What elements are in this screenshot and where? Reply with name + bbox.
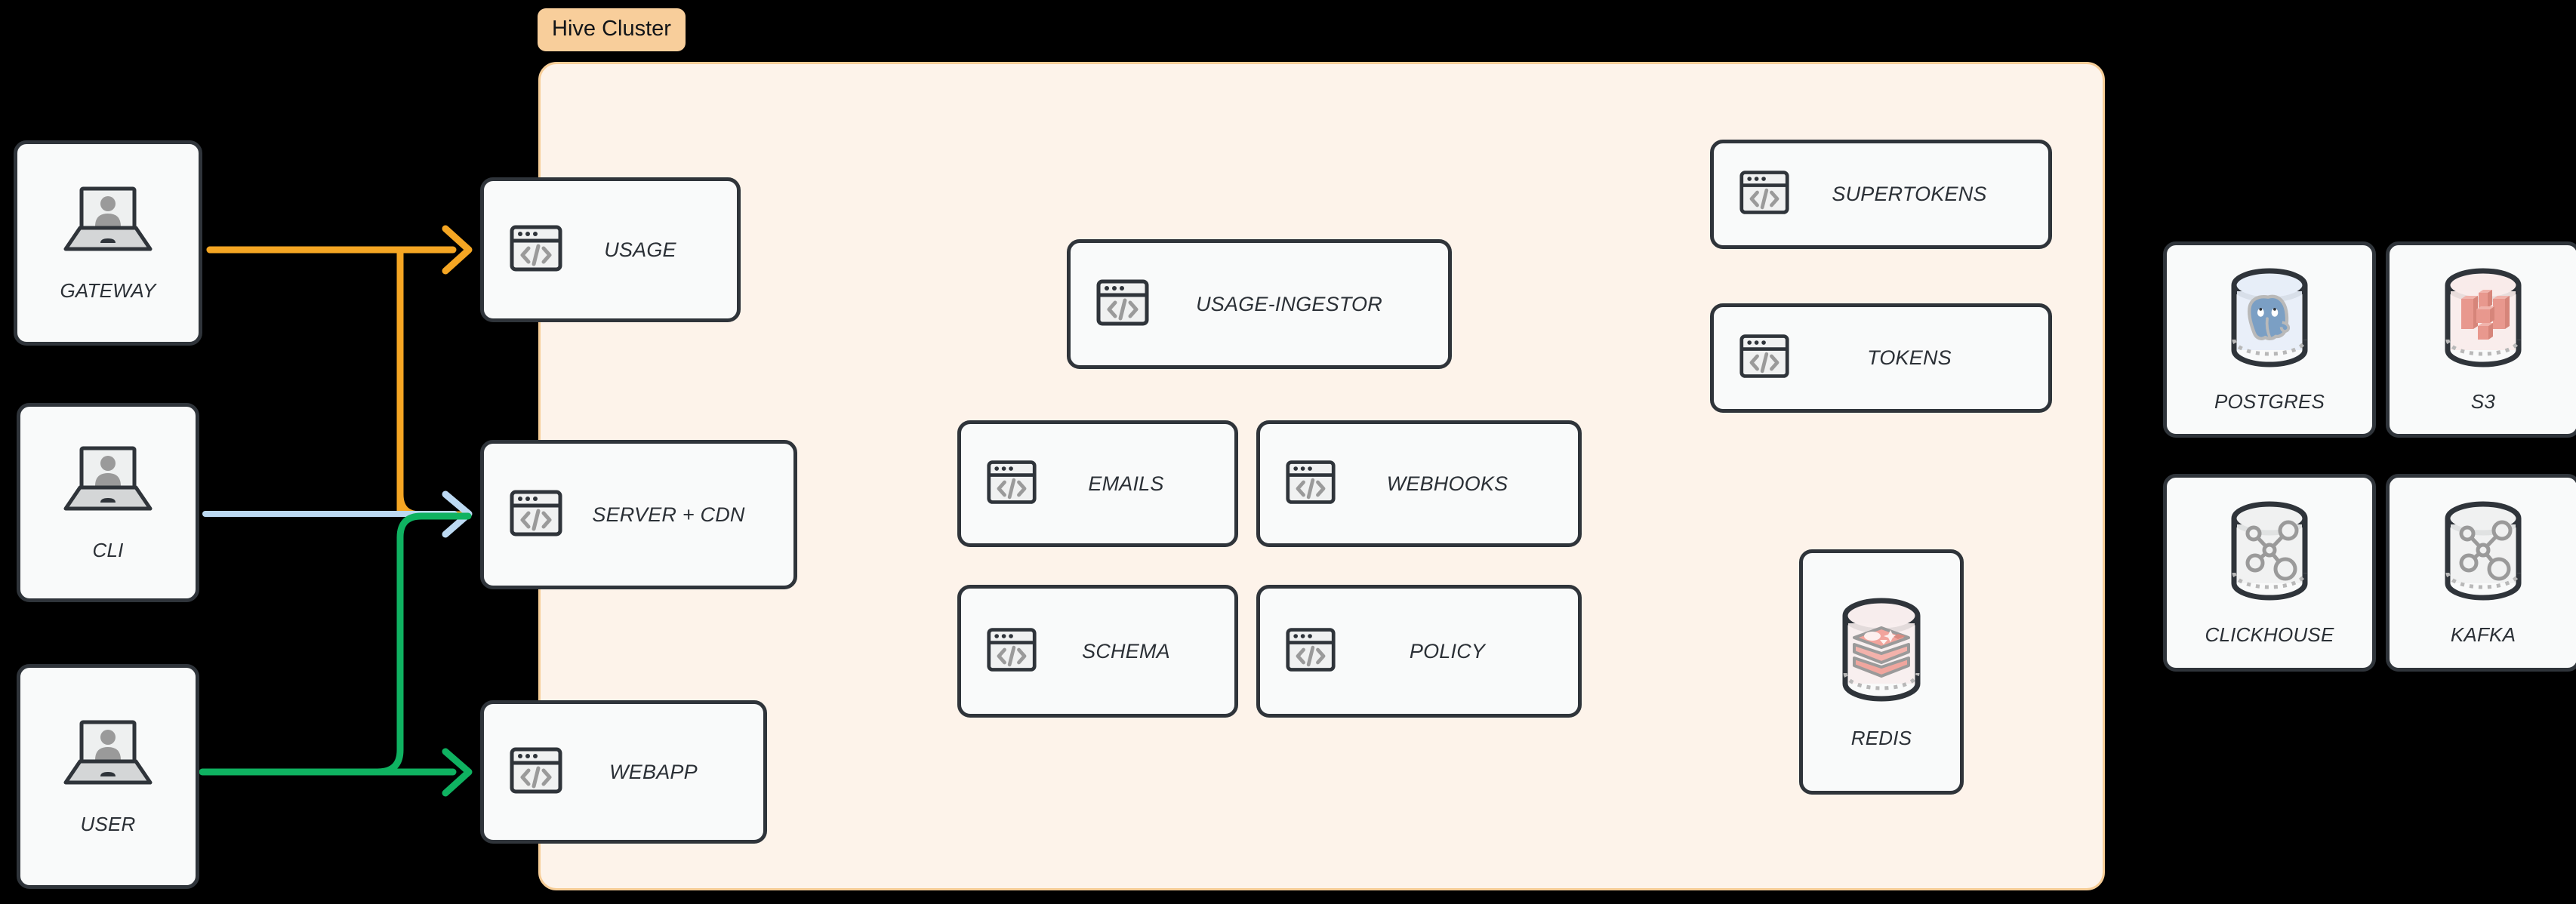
node-usage[interactable]: USAGE (480, 177, 741, 322)
node-label: GATEWAY (60, 278, 156, 302)
node-webhooks[interactable]: WEBHOOKS (1256, 420, 1582, 547)
node-postgres[interactable]: POSTGRES (2163, 241, 2376, 438)
code-window-icon (509, 743, 563, 801)
code-window-icon (1095, 275, 1150, 334)
laptop-user-icon (55, 184, 161, 265)
connector-user-to-webapp (199, 748, 473, 797)
node-gateway[interactable]: GATEWAY (14, 140, 202, 346)
node-label: USAGE (604, 238, 676, 261)
node-tokens[interactable]: TOKENS (1710, 303, 2052, 413)
code-window-icon (509, 221, 563, 279)
node-label: CLICKHOUSE (2205, 623, 2334, 646)
code-window-icon (1739, 331, 1790, 386)
laptop-user-icon (55, 444, 161, 524)
nodes-database-icon (2436, 499, 2531, 607)
node-user[interactable]: USER (17, 664, 199, 889)
node-label: REDIS (1850, 726, 1912, 749)
code-window-icon (509, 486, 563, 544)
node-label: SERVER + CDN (592, 503, 745, 526)
node-supertokens[interactable]: SUPERTOKENS (1710, 140, 2052, 249)
node-label: S3 (2470, 390, 2496, 413)
node-server-cdn[interactable]: SERVER + CDN (480, 440, 797, 589)
connector-gateway-to-usage (206, 225, 473, 517)
node-label: WEBHOOKS (1386, 472, 1508, 495)
redis-database-icon (1832, 595, 1931, 710)
node-kafka[interactable]: KAFKA (2386, 474, 2576, 672)
node-label: SCHEMA (1082, 639, 1170, 663)
code-window-icon (986, 457, 1037, 512)
node-label: EMAILS (1088, 472, 1164, 495)
code-window-icon (1285, 457, 1336, 512)
node-cli[interactable]: CLI (17, 403, 199, 602)
node-label: TOKENS (1867, 346, 1952, 369)
node-redis[interactable]: REDIS (1799, 549, 1964, 795)
node-clickhouse[interactable]: CLICKHOUSE (2163, 474, 2376, 672)
connector-gateway-to-server-cdn (396, 464, 472, 518)
hive-cluster-badge: Hive Cluster (538, 8, 686, 51)
laptop-user-icon (55, 718, 161, 798)
node-label: WEBAPP (609, 760, 698, 783)
code-window-icon (1285, 624, 1336, 679)
node-emails[interactable]: EMAILS (957, 420, 1238, 547)
node-label: USAGE-INGESTOR (1196, 292, 1382, 315)
postgres-database-icon (2222, 266, 2317, 374)
node-label: KAFKA (2450, 623, 2516, 646)
node-policy[interactable]: POLICY (1256, 585, 1582, 718)
node-webapp[interactable]: WEBAPP (480, 700, 767, 844)
node-label: CLI (92, 538, 124, 561)
s3-database-icon (2436, 266, 2531, 374)
code-window-icon (1739, 167, 1790, 222)
node-s3[interactable]: S3 (2386, 241, 2576, 438)
node-label: POSTGRES (2214, 390, 2325, 413)
node-usage-ingestor[interactable]: USAGE-INGESTOR (1067, 239, 1452, 369)
node-label: POLICY (1409, 639, 1486, 663)
connector-user-to-server-cdn (374, 512, 472, 776)
code-window-icon (986, 624, 1037, 679)
nodes-database-icon (2222, 499, 2317, 607)
connector-cli-to-server-cdn (202, 490, 473, 538)
node-label: USER (80, 812, 136, 835)
node-label: SUPERTOKENS (1832, 183, 1987, 205)
node-schema[interactable]: SCHEMA (957, 585, 1238, 718)
